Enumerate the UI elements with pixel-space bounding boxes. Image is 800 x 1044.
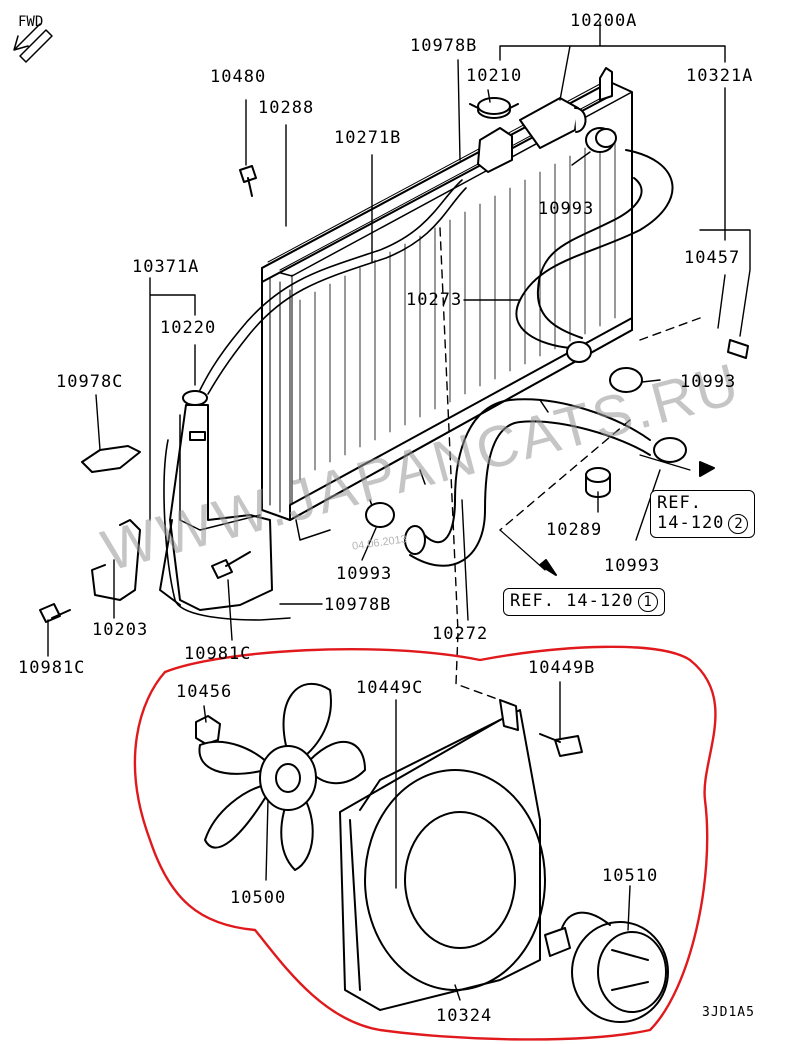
cooling-fan [198, 683, 366, 871]
label-10480[interactable]: 10480 [210, 67, 267, 87]
label-10324[interactable]: 10324 [436, 1006, 493, 1026]
reserve-tank [159, 390, 291, 621]
label-10200A[interactable]: 10200A [570, 11, 638, 31]
bolt-10480 [239, 165, 257, 197]
label-10978B-top[interactable]: 10978B [410, 36, 478, 56]
ref2-text: 14-120 [657, 512, 725, 533]
nut-10456 [195, 715, 221, 745]
label-10288[interactable]: 10288 [258, 98, 315, 118]
leader-lines [47, 21, 751, 1001]
overflow-hose [199, 179, 467, 395]
label-10449B[interactable]: 10449B [528, 658, 596, 678]
label-10321A[interactable]: 10321A [686, 66, 754, 86]
ref1-number: 1 [637, 592, 658, 612]
radiator [261, 67, 633, 541]
clamp-mid [609, 367, 643, 393]
ref2-number: 2 [728, 513, 749, 534]
label-10371A[interactable]: 10371A [132, 257, 200, 277]
label-10993-right[interactable]: 10993 [604, 556, 661, 576]
ref2-line1: REF. [657, 493, 702, 513]
label-10993-left[interactable]: 10993 [336, 564, 393, 584]
bracket [91, 519, 141, 601]
ref1-arrow-icon [539, 559, 557, 576]
label-10449C[interactable]: 10449C [356, 678, 424, 698]
label-10981C-mid[interactable]: 10981C [184, 644, 252, 664]
ref1-text: REF. 14-120 [510, 591, 634, 611]
upper-hose [515, 149, 674, 363]
label-10273[interactable]: 10273 [406, 290, 463, 310]
label-10993-top[interactable]: 10993 [538, 199, 595, 219]
bolt-10981C-mid [211, 551, 251, 579]
label-10510[interactable]: 10510 [602, 866, 659, 886]
label-10203[interactable]: 10203 [92, 620, 149, 640]
clamp-right [653, 437, 687, 463]
label-10456[interactable]: 10456 [176, 682, 233, 702]
drain-plug-10457 [727, 339, 749, 359]
bolt-10449B [539, 733, 583, 757]
bolt-10981C-left [39, 603, 71, 623]
label-10289[interactable]: 10289 [546, 520, 603, 540]
label-10271B[interactable]: 10271B [334, 128, 402, 148]
label-10500[interactable]: 10500 [230, 888, 287, 908]
highlight-outline [133, 645, 717, 1041]
label-10978C[interactable]: 10978C [56, 372, 124, 392]
clamp-left [365, 502, 395, 528]
label-10272[interactable]: 10272 [432, 624, 489, 644]
ref2-arrow-icon [699, 461, 715, 477]
fwd-arrow-icon [13, 23, 53, 63]
clamp-top [585, 127, 617, 153]
label-10978B-bottom[interactable]: 10978B [324, 595, 392, 615]
diagram-code: 3JD1A5 [702, 1005, 755, 1020]
fan-motor [544, 911, 669, 1023]
label-10210[interactable]: 10210 [466, 66, 523, 86]
label-10993-mid[interactable]: 10993 [680, 372, 737, 392]
fan-shroud [339, 699, 546, 1011]
label-10457[interactable]: 10457 [684, 248, 741, 268]
fwd-label: FWD [18, 14, 44, 30]
label-10981C-left[interactable]: 10981C [18, 658, 86, 678]
radiator-cap [469, 97, 519, 119]
clip-10978C [81, 445, 141, 473]
label-10220[interactable]: 10220 [160, 318, 217, 338]
lower-hose [404, 398, 651, 567]
